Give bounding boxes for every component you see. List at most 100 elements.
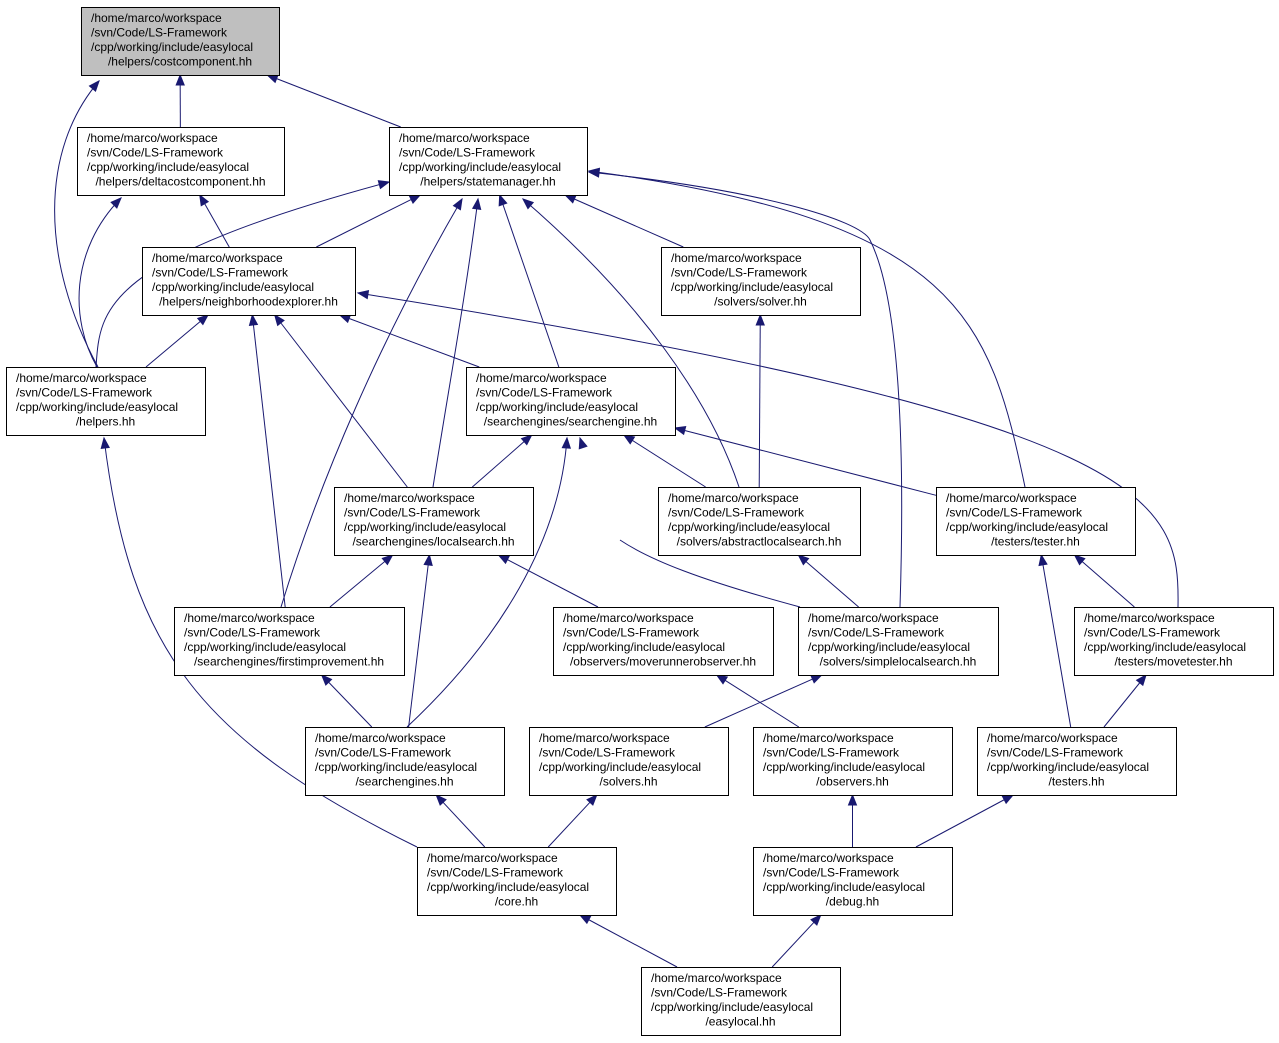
node-box-solver <box>661 247 861 316</box>
node-label-line: /testers/tester.hh <box>991 535 1080 549</box>
edge-abstractlocalsearch-to-searchengine-line <box>631 439 706 488</box>
node-label-line: /cpp/working/include/easylocal <box>184 640 346 654</box>
node-searchengines[interactable]: /home/marco/workspace/svn/Code/LS-Framew… <box>305 727 505 796</box>
edge-core-to-searchengines-line <box>442 801 486 848</box>
node-label-line: /svn/Code/LS-Framework <box>152 266 289 280</box>
edge-helpers-to-costcomponent-arrowhead <box>88 79 100 93</box>
edge-abstractlocalsearch-to-solver <box>755 313 765 488</box>
node-label-line: /observers.hh <box>816 775 889 789</box>
edge-firstimprovement-to-localsearch <box>329 554 394 608</box>
node-deltacostcomponent[interactable]: /home/marco/workspace/svn/Code/LS-Framew… <box>77 127 285 196</box>
edge-neighborhoodexplorer-to-deltacostcomponent-line <box>203 202 230 248</box>
node-label-line: /home/marco/workspace <box>539 731 670 745</box>
node-localsearch[interactable]: /home/marco/workspace/svn/Code/LS-Framew… <box>334 487 534 556</box>
edge-firstimprovement-to-localsearch-arrowhead <box>381 554 394 566</box>
node-label-line: /svn/Code/LS-Framework <box>668 506 805 520</box>
node-solver[interactable]: /home/marco/workspace/svn/Code/LS-Framew… <box>661 247 861 316</box>
node-label-line: /cpp/working/include/easylocal <box>671 280 833 294</box>
edge-core-to-helpers-line <box>103 437 418 848</box>
node-core[interactable]: /home/marco/workspace/svn/Code/LS-Framew… <box>417 847 617 916</box>
node-testers[interactable]: /home/marco/workspace/svn/Code/LS-Framew… <box>977 727 1177 796</box>
edge-searchengines-to-firstimprovement <box>320 674 373 728</box>
node-neighborhoodexplorer[interactable]: /home/marco/workspace/svn/Code/LS-Framew… <box>142 247 356 316</box>
node-tester[interactable]: /home/marco/workspace/svn/Code/LS-Framew… <box>936 487 1136 556</box>
node-label-line: /home/marco/workspace <box>668 491 799 505</box>
node-box-deltacostcomponent <box>77 127 285 196</box>
edge-solvers-to-simplelocalsearch-arrowhead <box>810 674 823 684</box>
edge-neighborhoodexplorer-to-deltacostcomponent-arrowhead <box>199 193 210 207</box>
node-box-movetester <box>1074 607 1274 676</box>
node-firstimprovement[interactable]: /home/marco/workspace/svn/Code/LS-Framew… <box>174 607 405 676</box>
node-box-easylocal <box>641 967 841 1036</box>
node-easylocal[interactable]: /home/marco/workspace/svn/Code/LS-Framew… <box>641 967 841 1036</box>
node-label-line: /home/marco/workspace <box>91 11 222 25</box>
node-abstractlocalsearch[interactable]: /home/marco/workspace/svn/Code/LS-Framew… <box>658 487 861 556</box>
node-box-simplelocalsearch <box>798 607 999 676</box>
node-label-line: /helpers/statemanager.hh <box>420 175 555 189</box>
edge-abstractlocalsearch-to-solver-line <box>758 323 761 488</box>
node-moverunnerobserver[interactable]: /home/marco/workspace/svn/Code/LS-Framew… <box>553 607 774 676</box>
node-label-line: /home/marco/workspace <box>763 731 894 745</box>
edge-searchengine-to-statemanager <box>498 193 560 368</box>
edge-localsearch-to-statemanager <box>432 197 482 488</box>
edge-movetester-to-neighborhoodexplorer <box>356 289 1179 608</box>
node-label-line: /cpp/working/include/easylocal <box>476 400 638 414</box>
edge-debug-to-observers <box>847 793 858 847</box>
node-label-line: /core.hh <box>495 895 538 909</box>
node-label-line: /home/marco/workspace <box>16 371 147 385</box>
edge-firstimprovement-to-neighborhoodexplorer <box>248 313 286 608</box>
edge-firstimprovement-to-neighborhoodexplorer-line <box>252 323 286 608</box>
edge-abstractlocalsearch-to-statemanager <box>521 198 740 488</box>
edge-testers-to-movetester <box>1103 673 1147 728</box>
node-label-line: /searchengines.hh <box>355 775 453 789</box>
edge-tester-to-statemanager-line <box>588 170 1026 488</box>
node-label-line: /svn/Code/LS-Framework <box>651 986 788 1000</box>
node-label-line: /debug.hh <box>826 895 879 909</box>
edge-firstimprovement-to-localsearch-line <box>329 560 386 608</box>
node-label-line: /home/marco/workspace <box>563 611 694 625</box>
node-observers[interactable]: /home/marco/workspace/svn/Code/LS-Framew… <box>753 727 953 796</box>
node-label-line: /cpp/working/include/easylocal <box>399 160 561 174</box>
node-label-line: /cpp/working/include/easylocal <box>987 760 1149 774</box>
node-label-line: /solvers/abstractlocalsearch.hh <box>677 535 842 549</box>
edge-testers-to-movetester-line <box>1103 681 1141 728</box>
edge-neighborhoodexplorer-to-deltacostcomponent <box>199 193 230 248</box>
edges-layer <box>54 73 1179 968</box>
edge-easylocal-to-debug-line <box>771 921 815 968</box>
node-box-searchengine <box>466 367 676 436</box>
edge-tester-to-statemanager-arrowhead <box>587 167 601 178</box>
node-debug[interactable]: /home/marco/workspace/svn/Code/LS-Framew… <box>753 847 953 916</box>
node-helpers[interactable]: /home/marco/workspace/svn/Code/LS-Framew… <box>6 367 206 436</box>
node-label-line: /helpers.hh <box>76 415 135 429</box>
node-label-line: /testers.hh <box>1048 775 1104 789</box>
node-costcomponent[interactable]: /home/marco/workspace/svn/Code/LS-Framew… <box>81 7 280 76</box>
node-label-line: /cpp/working/include/easylocal <box>427 880 589 894</box>
edge-movetester-to-tester <box>1073 554 1135 608</box>
node-label-line: /searchengines/firstimprovement.hh <box>194 655 384 669</box>
node-label-line: /svn/Code/LS-Framework <box>87 146 224 160</box>
edge-localsearch-to-statemanager-line <box>432 198 479 488</box>
node-label-line: /cpp/working/include/easylocal <box>16 400 178 414</box>
node-solvers[interactable]: /home/marco/workspace/svn/Code/LS-Framew… <box>529 727 729 796</box>
node-label-line: /easylocal.hh <box>705 1015 775 1029</box>
node-statemanager[interactable]: /home/marco/workspace/svn/Code/LS-Framew… <box>389 127 588 196</box>
node-movetester[interactable]: /home/marco/workspace/svn/Code/LS-Framew… <box>1074 607 1274 676</box>
node-box-costcomponent <box>81 7 280 76</box>
node-searchengine[interactable]: /home/marco/workspace/svn/Code/LS-Framew… <box>466 367 676 436</box>
node-simplelocalsearch[interactable]: /home/marco/workspace/svn/Code/LS-Framew… <box>798 607 999 676</box>
node-label-line: /svn/Code/LS-Framework <box>184 626 321 640</box>
node-label-line: /cpp/working/include/easylocal <box>87 160 249 174</box>
node-label-line: /home/marco/workspace <box>344 491 475 505</box>
edge-localsearch-to-neighborhoodexplorer <box>273 313 408 488</box>
node-label-line: /svn/Code/LS-Framework <box>763 866 900 880</box>
edge-solver-to-statemanager-arrowhead <box>563 194 577 204</box>
edge-helpers-to-deltacostcomponent <box>78 197 122 368</box>
edge-easylocal-to-debug <box>771 914 822 968</box>
edge-core-to-solvers-arrowhead <box>586 794 598 806</box>
edge-movetester-to-neighborhoodexplorer-line <box>357 292 1179 608</box>
node-label-line: /cpp/working/include/easylocal <box>763 880 925 894</box>
node-label-line: /svn/Code/LS-Framework <box>987 746 1124 760</box>
node-label-line: /svn/Code/LS-Framework <box>1084 626 1221 640</box>
node-label-line: /cpp/working/include/easylocal <box>91 40 253 54</box>
edge-testers-to-tester <box>1038 553 1072 728</box>
